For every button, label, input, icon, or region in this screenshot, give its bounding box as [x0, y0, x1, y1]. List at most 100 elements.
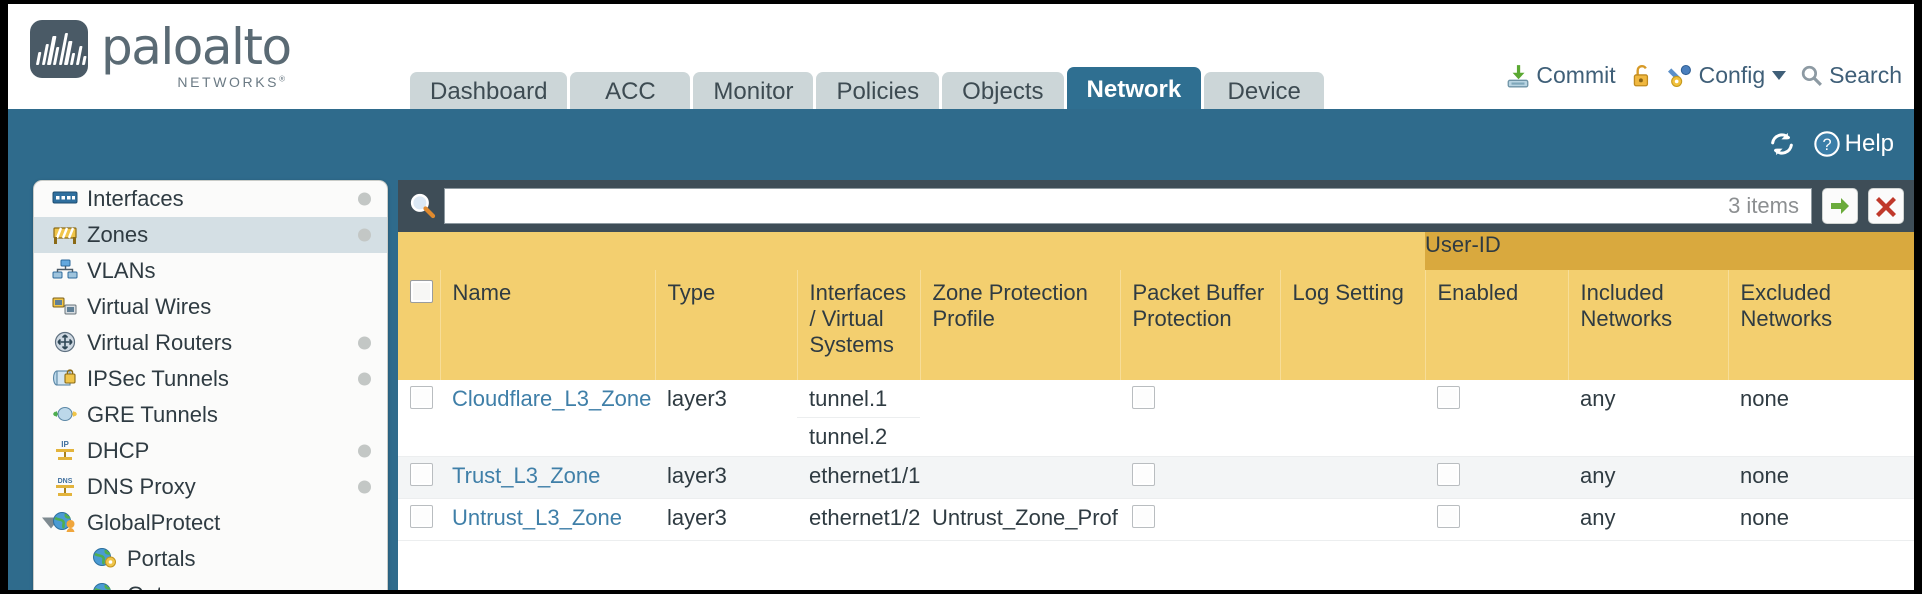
tab-dashboard[interactable]: Dashboard [410, 72, 568, 112]
column-header-log-setting[interactable]: Log Setting [1280, 270, 1426, 380]
interface-item: tunnel.1 [797, 380, 920, 418]
column-header-zone-protection-profile[interactable]: Zone Protection Profile [920, 270, 1121, 380]
sidebar-item-zones[interactable]: Zones [34, 217, 387, 253]
cell-user-id-enabled[interactable] [1425, 456, 1568, 499]
cell-type: layer3 [655, 456, 797, 499]
status-dot [358, 444, 371, 458]
cell-name[interactable]: Cloudflare_L3_Zone [440, 380, 655, 457]
brand-tagline: NETWORKS® [177, 74, 288, 90]
row-checkbox[interactable] [410, 505, 433, 528]
zone-link[interactable]: Cloudflare_L3_Zone [452, 386, 652, 411]
search-button[interactable]: Search [1799, 62, 1902, 89]
sidebar-item-dhcp[interactable]: IP DHCP [34, 433, 387, 469]
app-window: paloalto NETWORKS® Dashboard ACC Monitor… [8, 4, 1914, 590]
help-button[interactable]: ? Help [1813, 130, 1894, 158]
row-checkbox[interactable] [410, 463, 433, 486]
apply-filter-button[interactable] [1822, 188, 1858, 224]
sidebar-item-label: Portals [127, 546, 196, 571]
config-wrench-icon [1667, 64, 1691, 87]
refresh-icon[interactable] [1767, 130, 1797, 158]
status-dot [358, 192, 371, 206]
cell-interfaces: ethernet1/2 [797, 498, 920, 541]
gateways-icon [92, 583, 118, 590]
packet-buffer-checkbox[interactable] [1132, 505, 1155, 528]
cell-packet-buffer-protection[interactable] [1120, 498, 1280, 541]
sidebar-item-interfaces[interactable]: Interfaces [34, 181, 387, 217]
tab-monitor[interactable]: Monitor [693, 72, 814, 112]
red-x-icon [1876, 197, 1896, 217]
column-header-type[interactable]: Type [655, 270, 798, 380]
paloalto-logo[interactable]: paloalto NETWORKS® [30, 20, 292, 90]
cell-name[interactable]: Untrust_L3_Zone [440, 498, 655, 541]
tab-network[interactable]: Network [1066, 67, 1202, 112]
cell-included-networks: any [1568, 498, 1728, 541]
table-row[interactable]: Untrust_L3_Zone layer3 ethernet1/2 Untru… [398, 498, 1914, 541]
sidebar-item-virtual-wires[interactable]: Virtual Wires [34, 289, 387, 325]
zone-link[interactable]: Untrust_L3_Zone [452, 505, 622, 530]
tab-objects[interactable]: Objects [942, 72, 1064, 112]
clear-filter-button[interactable] [1868, 188, 1904, 224]
cell-user-id-enabled[interactable] [1425, 380, 1568, 457]
sidebar-item-label: Interfaces [87, 186, 184, 211]
sidebar-item-label: Gateways [127, 582, 225, 590]
zone-link[interactable]: Trust_L3_Zone [452, 463, 601, 488]
sidebar-item-gateways[interactable]: Gateways [34, 577, 387, 590]
group-header-user-id: User-ID [1425, 232, 1914, 270]
cell-packet-buffer-protection[interactable] [1120, 380, 1280, 457]
select-all-header[interactable] [398, 270, 441, 380]
column-header-excluded-networks[interactable]: Excluded Networks [1728, 270, 1914, 380]
chevron-down-icon[interactable] [42, 517, 60, 529]
column-header-packet-buffer-protection[interactable]: Packet Buffer Protection [1120, 270, 1281, 380]
user-id-enabled-checkbox[interactable] [1437, 505, 1460, 528]
sidebar-item-portals[interactable]: Portals [34, 541, 387, 577]
row-select-cell[interactable] [398, 456, 440, 499]
column-header-name[interactable]: Name [440, 270, 656, 380]
cell-interfaces: ethernet1/1 [797, 456, 920, 499]
cell-type: layer3 [655, 498, 797, 541]
zones-icon [52, 223, 78, 247]
sidebar-item-virtual-routers[interactable]: Virtual Routers [34, 325, 387, 361]
sidebar-item-gre-tunnels[interactable]: GRE Tunnels [34, 397, 387, 433]
top-actions: Commit Config [1505, 62, 1902, 89]
top-header: paloalto NETWORKS® Dashboard ACC Monitor… [8, 4, 1914, 112]
row-select-cell[interactable] [398, 380, 440, 457]
svg-text:?: ? [1822, 136, 1831, 154]
commit-button[interactable]: Commit [1505, 62, 1616, 89]
cell-packet-buffer-protection[interactable] [1120, 456, 1280, 499]
interfaces-icon [52, 187, 78, 211]
packet-buffer-checkbox[interactable] [1132, 386, 1155, 409]
network-sidebar: Interfaces Zones [33, 180, 388, 590]
dns-proxy-icon: DNS [52, 475, 78, 499]
sidebar-item-vlans[interactable]: VLANs [34, 253, 387, 289]
config-label: Config [1698, 62, 1766, 88]
svg-text:DNS: DNS [58, 478, 73, 485]
sidebar-item-dns-proxy[interactable]: DNS DNS Proxy [34, 469, 387, 505]
help-bar: ? Help [1767, 130, 1894, 158]
tab-acc[interactable]: ACC [570, 72, 691, 112]
cell-user-id-enabled[interactable] [1425, 498, 1568, 541]
lock-icon[interactable] [1629, 63, 1655, 89]
column-header-enabled[interactable]: Enabled [1425, 270, 1569, 380]
config-menu[interactable]: Config [1667, 62, 1787, 89]
search-icon[interactable] [408, 191, 438, 221]
user-id-enabled-checkbox[interactable] [1437, 463, 1460, 486]
cell-name[interactable]: Trust_L3_Zone [440, 456, 655, 499]
table-row[interactable]: Trust_L3_Zone layer3 ethernet1/1 any [398, 456, 1914, 499]
row-checkbox[interactable] [410, 386, 433, 409]
main-nav-tabs: Dashboard ACC Monitor Policies Objects N… [410, 67, 1325, 112]
sidebar-item-ipsec-tunnels[interactable]: IPSec Tunnels [34, 361, 387, 397]
help-label: Help [1844, 130, 1894, 157]
search-input[interactable]: 3 items [444, 188, 1812, 224]
column-header-included-networks[interactable]: Included Networks [1568, 270, 1729, 380]
column-header-interfaces[interactable]: Interfaces / Virtual Systems [797, 270, 921, 380]
cell-excluded-networks: none [1728, 380, 1914, 457]
sidebar-item-globalprotect[interactable]: GlobalProtect [34, 505, 387, 541]
user-id-enabled-checkbox[interactable] [1437, 386, 1460, 409]
cell-zone-protection-profile [920, 380, 1120, 457]
virtual-routers-icon [52, 331, 78, 355]
tab-policies[interactable]: Policies [816, 72, 940, 112]
row-select-cell[interactable] [398, 498, 440, 541]
tab-device[interactable]: Device [1204, 72, 1325, 112]
packet-buffer-checkbox[interactable] [1132, 463, 1155, 486]
select-all-checkbox[interactable] [410, 280, 433, 303]
